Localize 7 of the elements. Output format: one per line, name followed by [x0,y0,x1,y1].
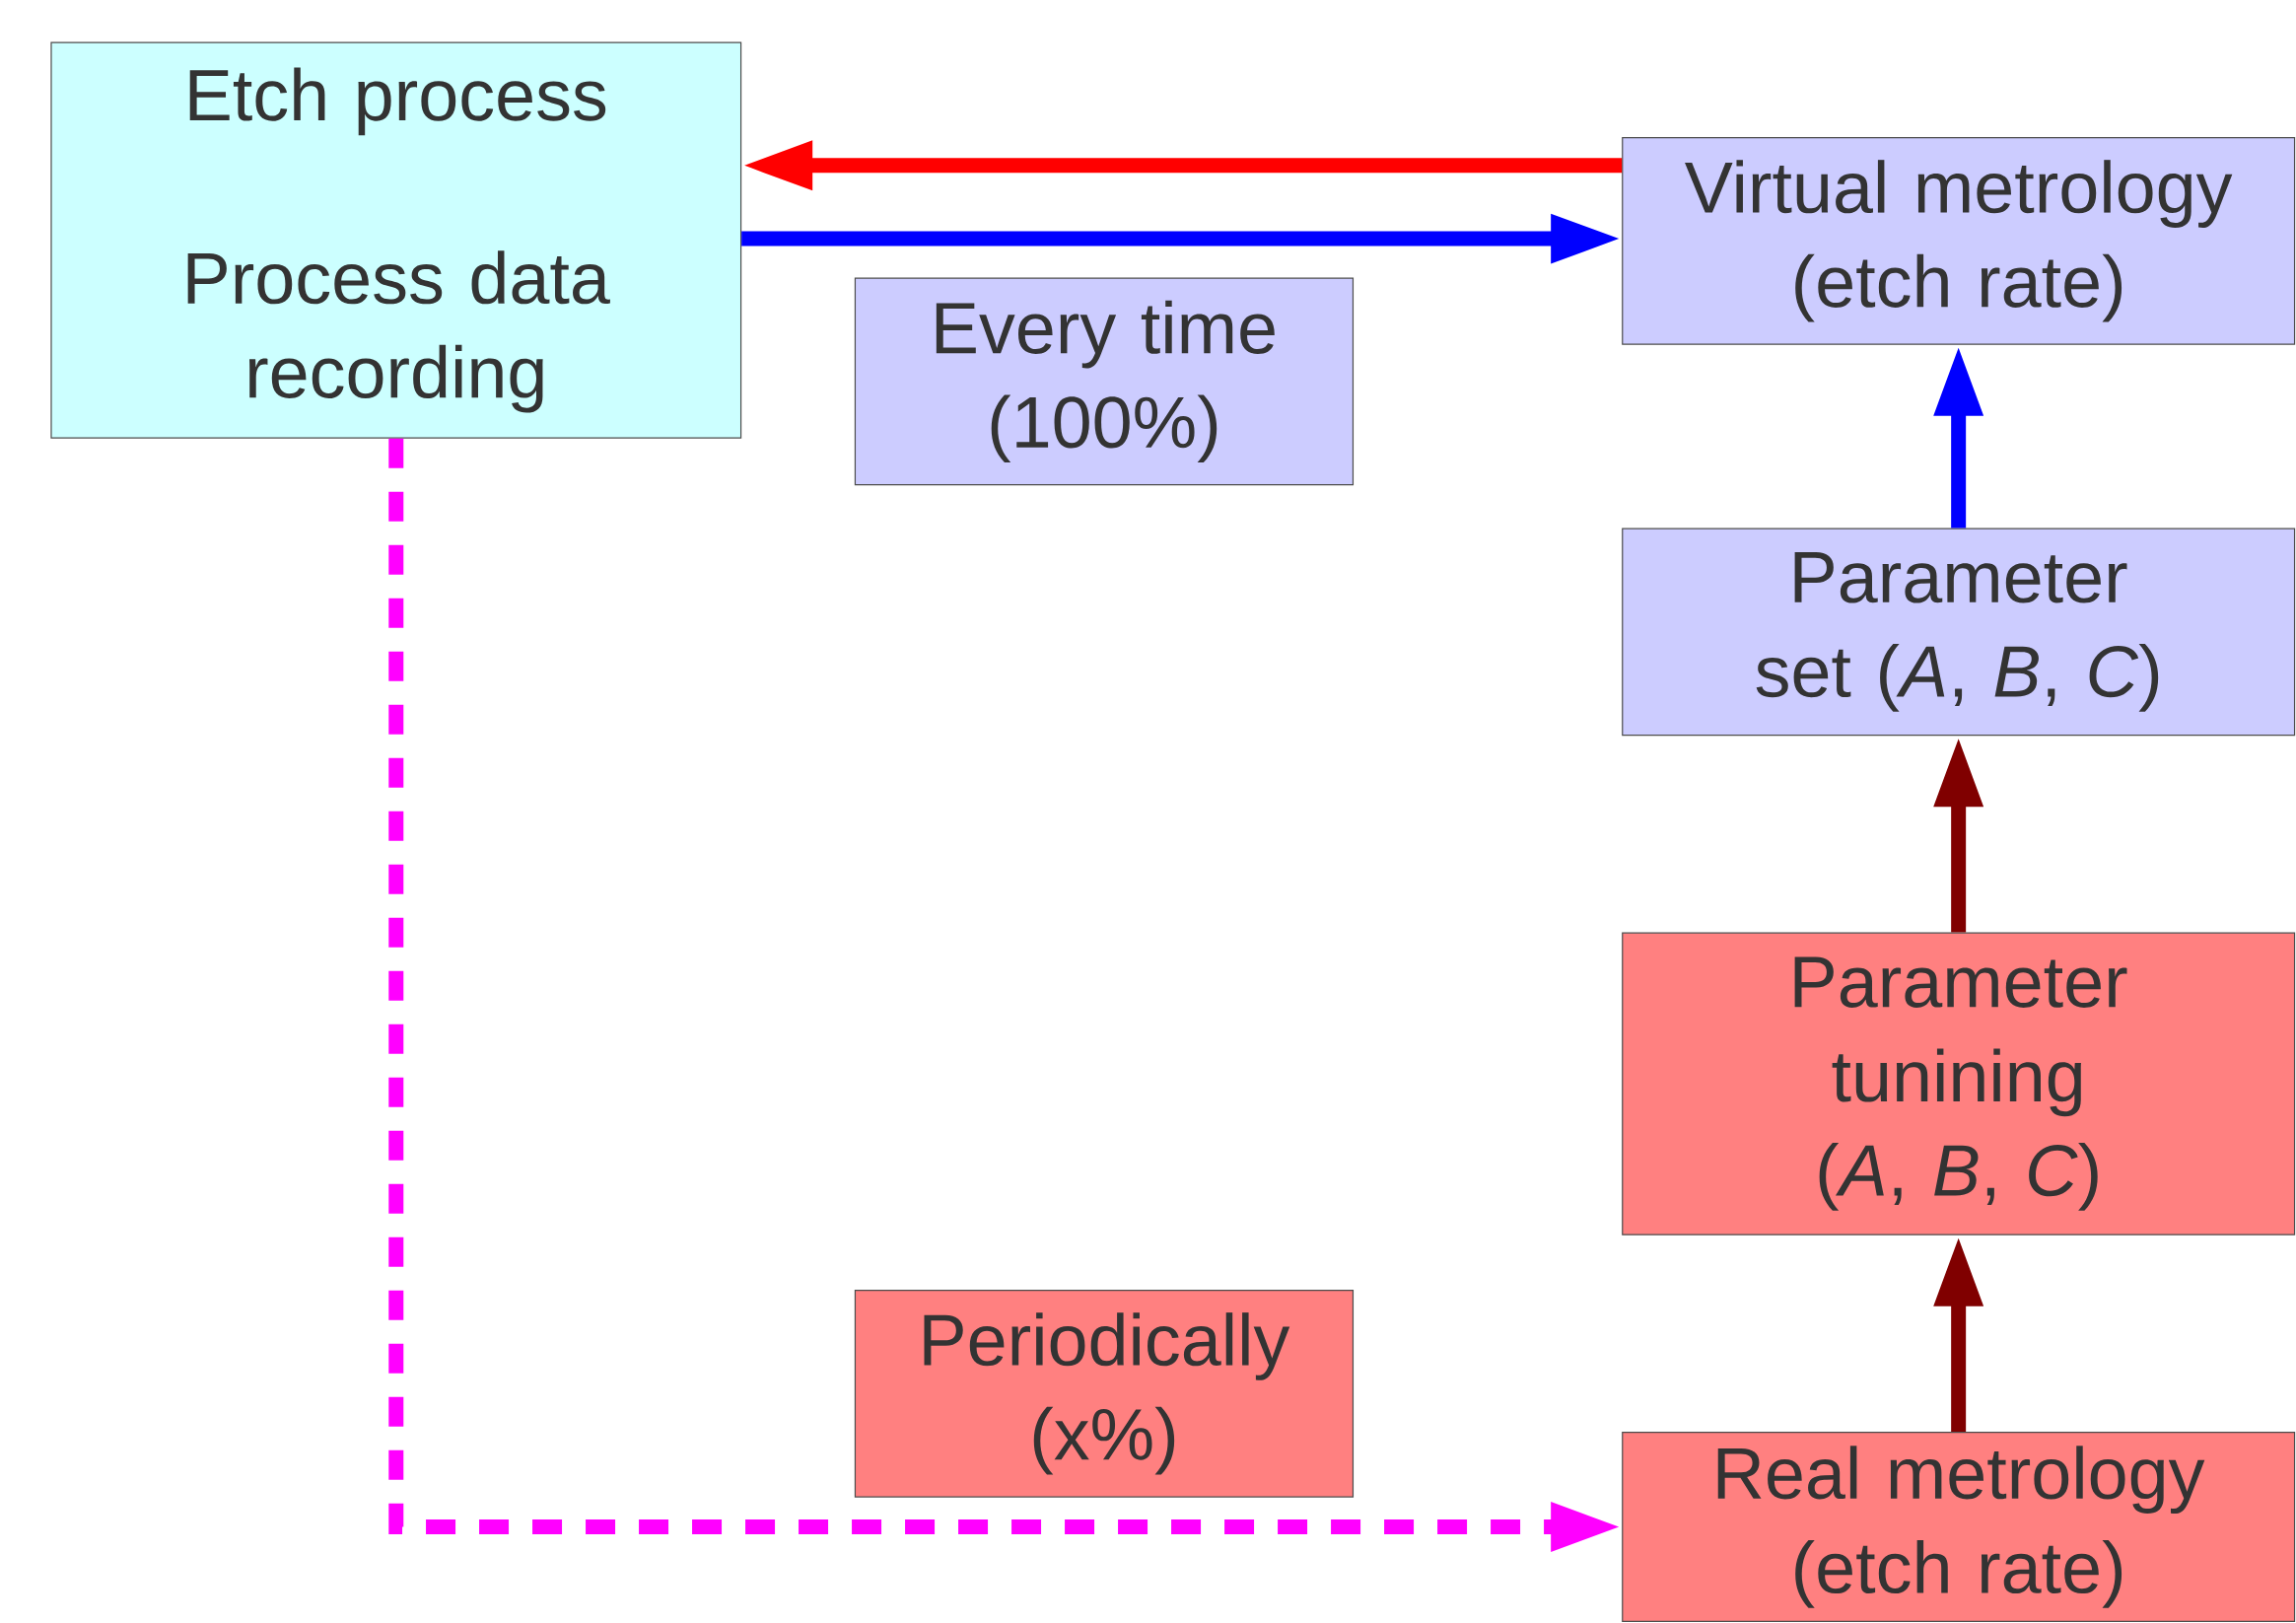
process-box: Parameter set (A, B, C) [1622,528,2296,737]
text-box: Every time (100%) [854,277,1355,486]
process-box: Etch process Process data recording [50,41,742,439]
process-box: Real metrology (etch rate) [1622,1432,2296,1622]
text-box: Periodically (x%) [854,1290,1355,1498]
process-box: Virtual metrology (etch rate) [1622,137,2296,345]
process-box: Parameter tunining (A, B, C) [1622,932,2296,1235]
